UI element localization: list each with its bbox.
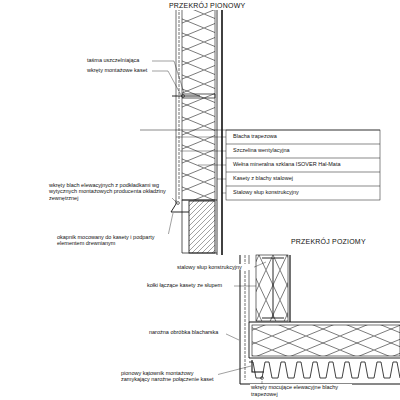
callout-label: Blacha trapezowa (232, 133, 379, 139)
callout-label: stalowy słup konstrukcyjny (176, 264, 254, 270)
callout-label: Wełna mineralna szklana ISOVER Hal-Mata (232, 161, 379, 167)
callout-label: Stalowy słup konstrukcyjny (232, 189, 379, 195)
callout-label: wkręty mocujące elewacyjne blachy trapez… (250, 384, 352, 397)
callout-label: narożna obróbka blacharska (148, 329, 226, 335)
callout-label: kołki łączące kasety ze słupem (146, 282, 234, 288)
horizontal-section (216, 255, 400, 387)
callout-label: Kasety z blachy stalowej (232, 175, 379, 181)
callout-label: taśma uszczelniająca (86, 57, 152, 63)
callout-label: wkręty montażowe kaset (86, 67, 152, 73)
section-title: PRZEKRÓJ PIONOWY (168, 2, 250, 10)
section-title: PRZEKRÓJ POZIOMY (290, 238, 382, 246)
callout-label: wkręty blach elewacyjnych z podkładkami … (48, 182, 172, 201)
callout-label: okapnik mocowany do kasety i podparty el… (56, 234, 170, 247)
vertical-section (140, 8, 380, 255)
callout-label: pionowy kątownik montażowy zamykający na… (120, 370, 218, 383)
callout-label: Szczelina wentylacyjna (232, 147, 379, 153)
